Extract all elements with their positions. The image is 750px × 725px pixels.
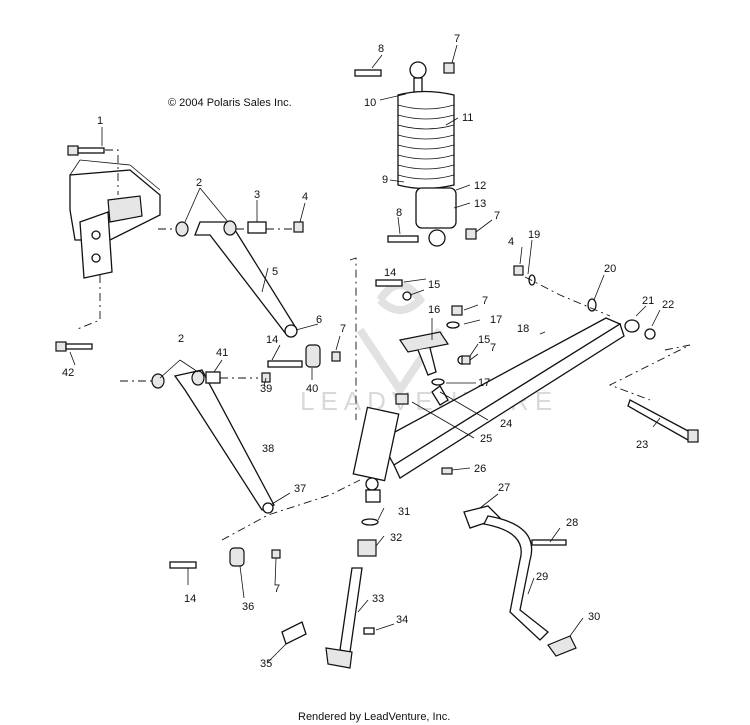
callout-13: 13: [474, 198, 486, 210]
callout-41: 41: [216, 347, 228, 359]
callout-7d: 7: [482, 295, 488, 307]
callout-22: 22: [662, 299, 674, 311]
callout-40: 40: [306, 383, 318, 395]
callout-3: 3: [254, 189, 260, 201]
callout-11: 11: [462, 112, 473, 124]
axle-bolt-23: [627, 399, 699, 443]
callout-2b: 2: [178, 333, 184, 345]
copyright-text: © 2004 Polaris Sales Inc.: [168, 97, 292, 109]
callout-20: 20: [604, 263, 616, 275]
callout-12: 12: [474, 180, 486, 192]
callout-26: 26: [474, 463, 486, 475]
callout-18: 18: [517, 323, 529, 335]
callout-42: 42: [62, 367, 74, 379]
callout-7b: 7: [494, 210, 500, 222]
callout-23: 23: [636, 439, 648, 451]
bolt-1: [67, 145, 105, 156]
callout-14: 14: [384, 267, 396, 279]
callout-17b: 17: [478, 377, 490, 389]
callout-37: 37: [294, 483, 306, 495]
callout-33: 33: [372, 593, 384, 605]
callout-36: 36: [242, 601, 254, 613]
callout-34: 34: [396, 614, 408, 626]
steering-linkage: [463, 505, 577, 657]
callout-9: 9: [382, 174, 388, 186]
bracket-16: [375, 279, 471, 406]
callout-7: 7: [454, 33, 460, 45]
callout-16: 16: [428, 304, 440, 316]
callout-7c: 7: [340, 323, 346, 335]
callout-21: 21: [642, 295, 654, 307]
callout-8b: 8: [396, 207, 402, 219]
frame-bracket: [69, 149, 161, 331]
callout-39: 39: [260, 383, 272, 395]
callout-35: 35: [260, 658, 272, 670]
callout-2: 2: [196, 177, 202, 189]
leader-lines: [69, 44, 661, 663]
callout-7f: 7: [274, 583, 280, 595]
callout-32: 32: [390, 532, 402, 544]
lower-control-arm: [120, 369, 361, 541]
callout-17: 17: [490, 314, 502, 326]
callout-5: 5: [272, 266, 278, 278]
callout-31: 31: [398, 506, 410, 518]
tie-rod-end-36: [169, 547, 281, 569]
shock-absorber: [349, 61, 477, 420]
footer-text: Rendered by LeadVenture, Inc.: [298, 711, 450, 723]
callout-6: 6: [316, 314, 322, 326]
callout-15b: 15: [478, 334, 490, 346]
callout-15: 15: [428, 279, 440, 291]
knuckle-40: [267, 344, 341, 368]
callouts: 1 2 3 4 5 6 7 8 9 10 11 12 13 14 15 16 1…: [62, 33, 674, 670]
callout-27: 27: [498, 482, 510, 494]
callout-30: 30: [588, 611, 600, 623]
callout-14b: 14: [266, 334, 278, 346]
callout-4b: 4: [508, 236, 514, 248]
spindle-33: [281, 518, 379, 669]
callout-4: 4: [302, 191, 308, 203]
callout-29: 29: [536, 571, 548, 583]
callout-8: 8: [378, 43, 384, 55]
trailing-arm: [352, 265, 691, 503]
callout-38: 38: [262, 443, 274, 455]
callout-28: 28: [566, 517, 578, 529]
bolt-42: [55, 341, 93, 352]
callout-25: 25: [480, 433, 492, 445]
callout-10: 10: [364, 97, 376, 109]
callout-24: 24: [500, 418, 512, 430]
callout-1: 1: [97, 115, 103, 127]
callout-14c: 14: [184, 593, 196, 605]
upper-control-arm: [158, 220, 304, 338]
callout-19: 19: [528, 229, 540, 241]
callout-7e: 7: [490, 342, 496, 354]
